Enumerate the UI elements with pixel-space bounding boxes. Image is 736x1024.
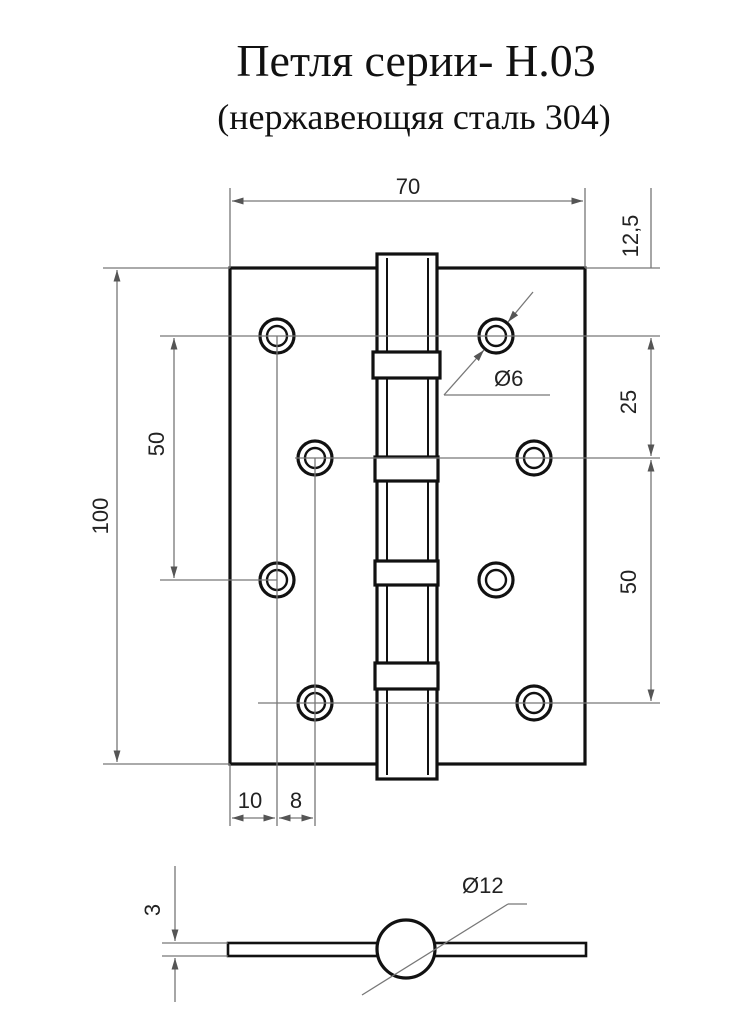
dim-left-spacing-label: 50 <box>144 432 169 456</box>
dim-top-offset-label: 12,5 <box>618 215 643 258</box>
screw-hole <box>477 561 515 599</box>
bearing-ring-1 <box>371 350 442 380</box>
dim-bottom-offsets: 10 8 <box>229 764 313 826</box>
drawing-title: Петля серии- H.03 <box>236 35 596 86</box>
dim-right-spacing: 25 <box>616 338 655 456</box>
dim-hole-offset-label: 8 <box>290 788 302 813</box>
dim-width: 70 <box>229 174 586 268</box>
dim-top-offset: 12,5 <box>618 188 652 268</box>
dim-height-label: 100 <box>88 498 113 535</box>
bearing-ring-2 <box>373 455 440 483</box>
dim-thickness-label: 3 <box>140 904 165 916</box>
dim-hole-diameter-label: Ø6 <box>494 366 523 391</box>
dim-right-spacing-label: 25 <box>616 390 641 414</box>
dim-height: 100 <box>88 267 230 765</box>
dim-width-label: 70 <box>396 174 420 199</box>
dim-knuckle-diameter-label: Ø12 <box>462 873 504 898</box>
drawing-subtitle: (нержавеющяя сталь 304) <box>217 97 611 137</box>
dim-right-lower-spacing-label: 50 <box>616 570 641 594</box>
dim-hole-diameter: Ø6 <box>443 291 550 396</box>
bearing-ring-3 <box>373 559 440 587</box>
dim-right-lower-spacing: 50 <box>616 460 655 701</box>
hinge-side-view: Ø12 3 <box>140 866 588 1002</box>
dim-edge-offset-label: 10 <box>238 788 262 813</box>
bearing-ring-4 <box>373 661 440 691</box>
dim-left-spacing: 50 <box>144 335 277 581</box>
